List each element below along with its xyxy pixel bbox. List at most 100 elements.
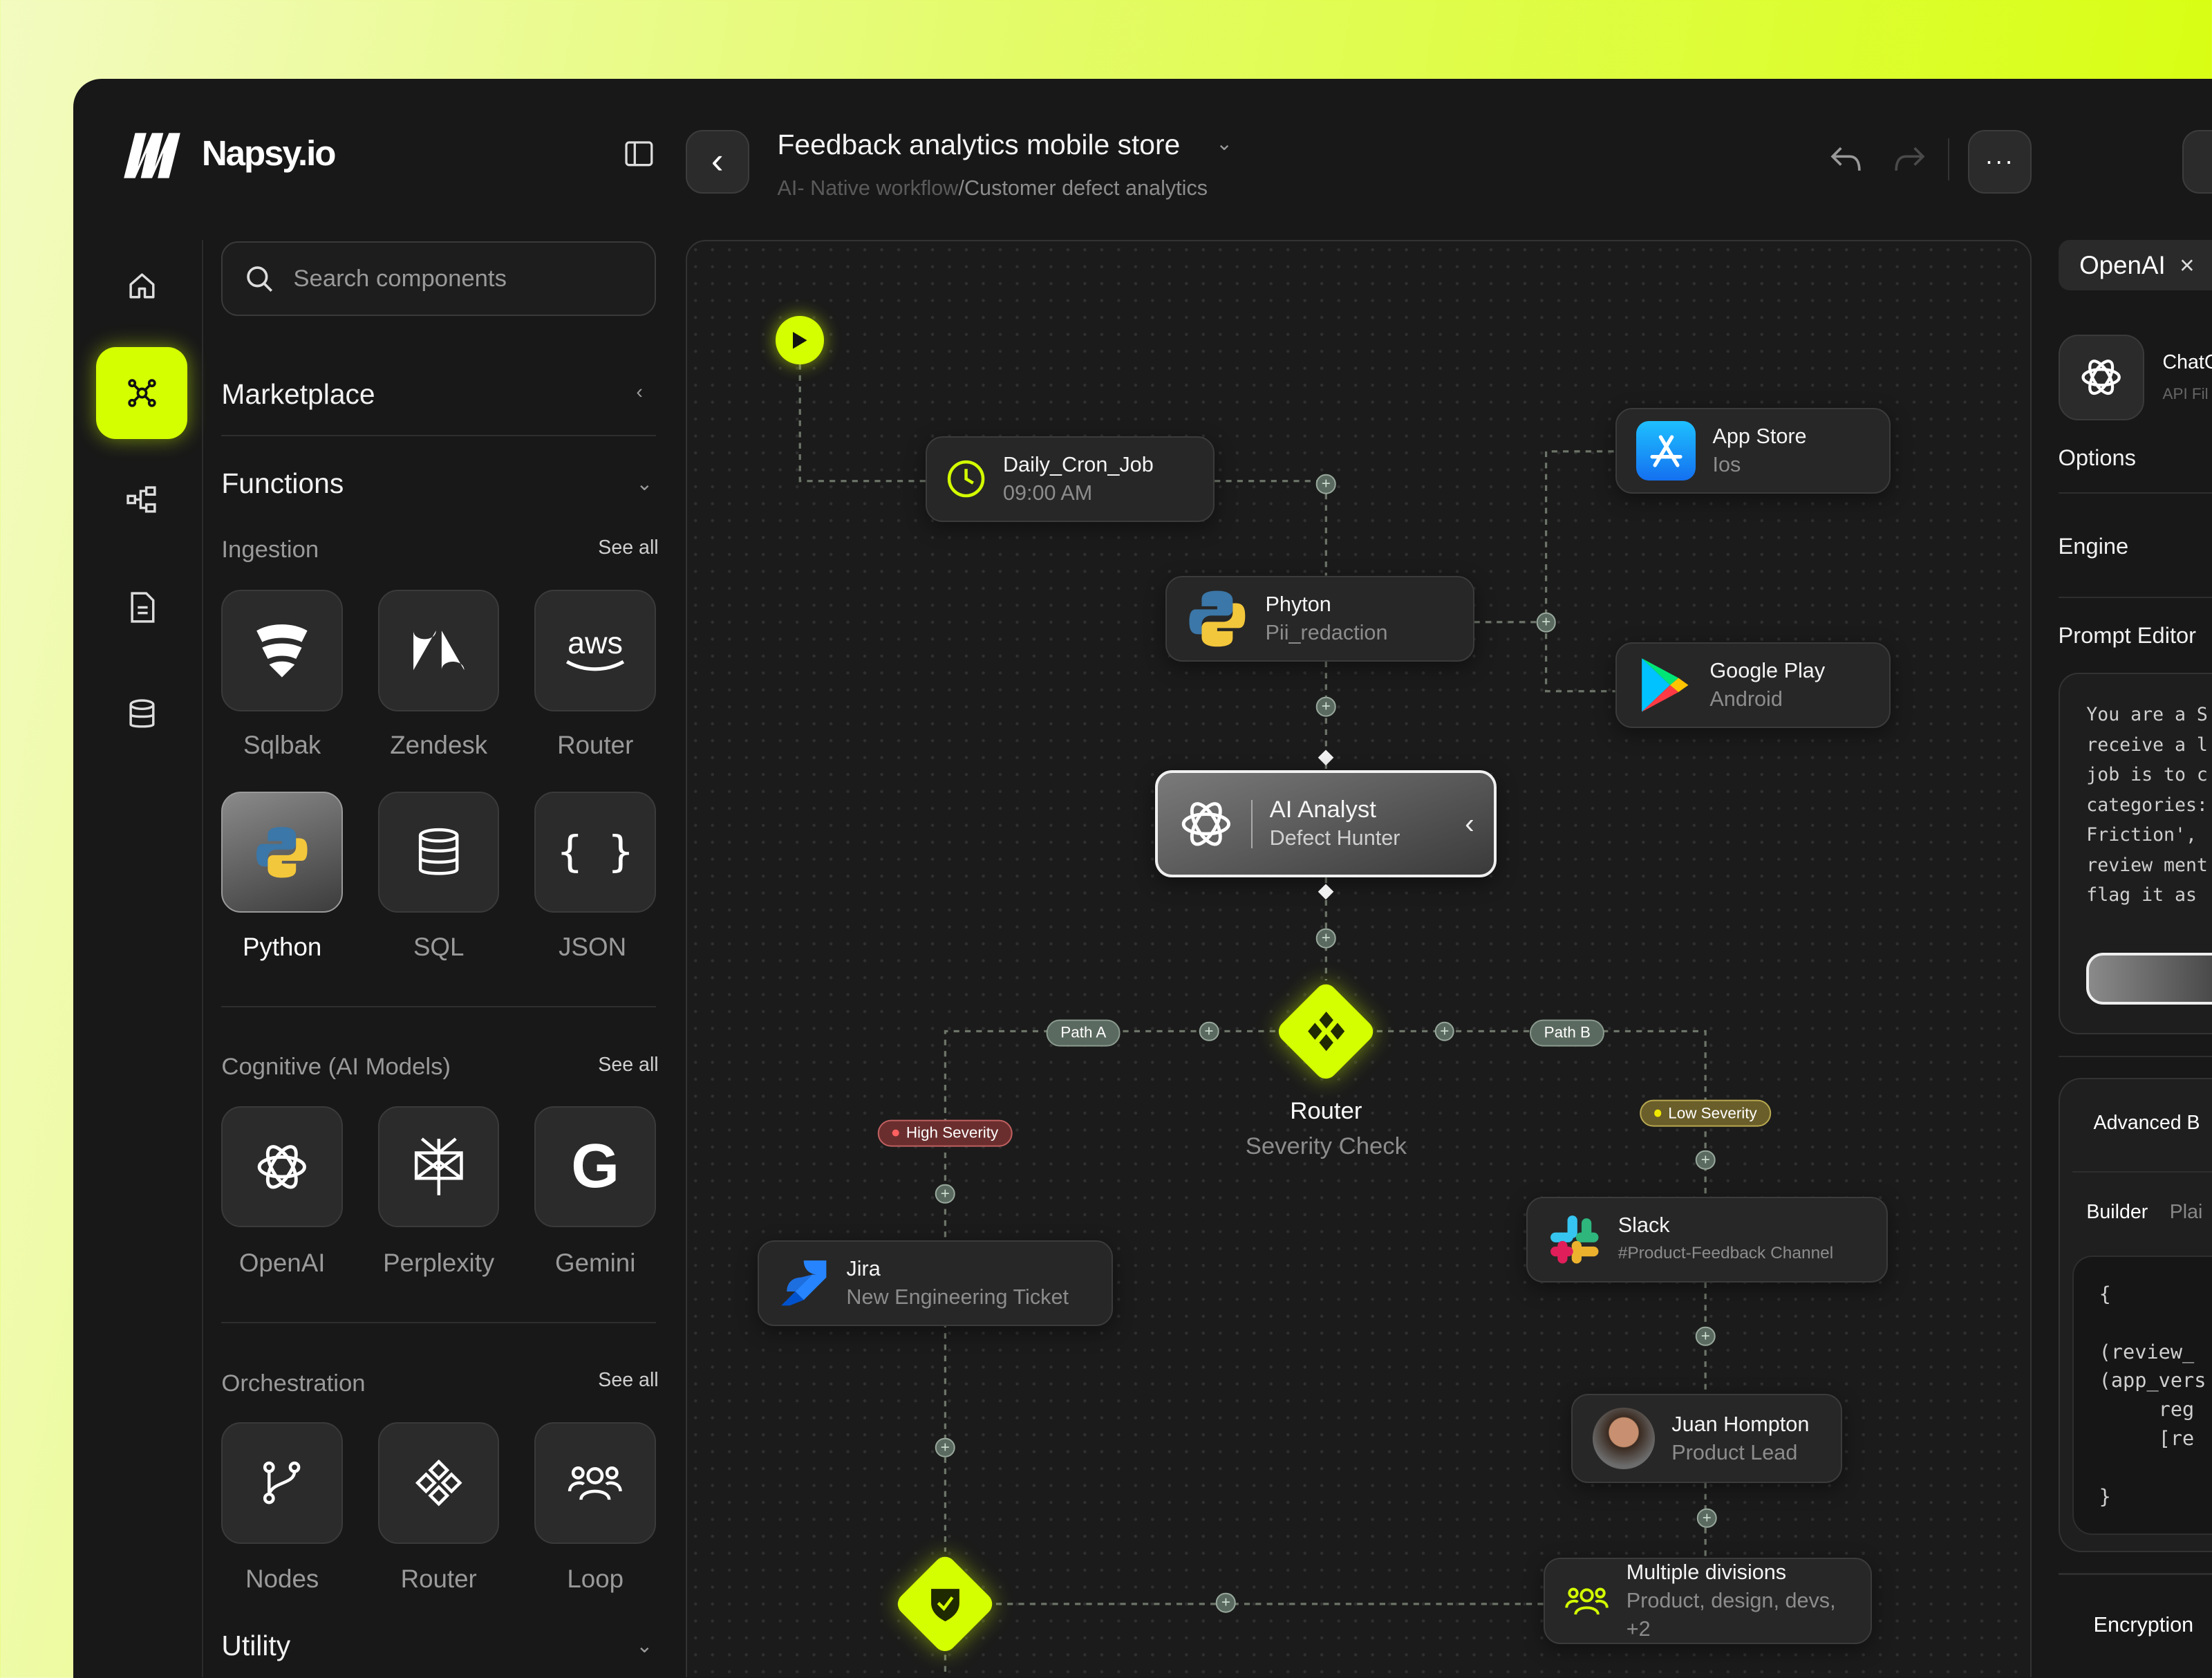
- tab-openai[interactable]: OpenAI ×: [2058, 239, 2212, 291]
- clock-icon: [948, 460, 985, 498]
- breadcrumb-parent[interactable]: AI- Native workflow: [777, 176, 959, 201]
- code-line: }: [2099, 1484, 2111, 1508]
- tab-builder[interactable]: Builder: [2086, 1200, 2148, 1223]
- start-play-button[interactable]: [776, 316, 824, 364]
- search-placeholder: Search components: [293, 265, 507, 292]
- workflow-title[interactable]: Feedback analytics mobile store: [777, 128, 1181, 160]
- chevron-left-icon[interactable]: ‹: [636, 381, 643, 404]
- add-step-button[interactable]: +: [1696, 1150, 1716, 1170]
- code-line: You are a S: [2086, 704, 2208, 726]
- rail-documents[interactable]: [96, 561, 188, 653]
- cognitive-see-all-link[interactable]: See all: [598, 1054, 659, 1076]
- close-icon[interactable]: ×: [2180, 250, 2195, 279]
- divider: [2072, 1171, 2212, 1173]
- chevron-down-icon[interactable]: ⌄: [636, 1635, 653, 1658]
- cognitive-heading: Cognitive (AI Models): [221, 1054, 451, 1081]
- breadcrumb-separator: /: [958, 176, 964, 201]
- code-line: receive a l: [2086, 734, 2208, 756]
- tile-nodes[interactable]: [221, 1422, 343, 1544]
- redo-icon[interactable]: [1892, 145, 1926, 174]
- slack-icon: [1550, 1215, 1599, 1264]
- node-slack[interactable]: Slack#Product-Feedback Channel: [1526, 1196, 1888, 1283]
- divider: [2058, 1573, 2212, 1575]
- tile-router[interactable]: [377, 1422, 500, 1544]
- breadcrumb-current: Customer defect analytics: [964, 176, 1208, 201]
- tile-label: Perplexity: [383, 1249, 495, 1278]
- search-components-input[interactable]: Search components: [221, 241, 656, 317]
- code-line: categories:: [2086, 794, 2208, 816]
- undo-icon[interactable]: [1830, 145, 1864, 174]
- add-step-button[interactable]: +: [1697, 1508, 1717, 1529]
- add-step-button[interactable]: +: [1316, 474, 1336, 494]
- tab-plain[interactable]: Plai: [2169, 1200, 2203, 1223]
- tile-aws-router[interactable]: aws: [534, 590, 656, 711]
- encryption-label[interactable]: Encryption: [2093, 1612, 2194, 1637]
- add-step-button[interactable]: +: [1216, 1593, 1236, 1613]
- rail-workflow[interactable]: [95, 347, 188, 439]
- divider: [2058, 1055, 2212, 1057]
- tile-sql[interactable]: [377, 791, 500, 913]
- tile-json[interactable]: { }: [534, 791, 656, 913]
- model-title: ChatG: [2162, 351, 2212, 374]
- utility-heading[interactable]: Utility: [221, 1630, 291, 1662]
- rail-database[interactable]: [96, 669, 188, 761]
- tile-label: Python: [242, 932, 322, 961]
- tile-label: Loop: [567, 1565, 624, 1594]
- marketplace-heading[interactable]: Marketplace: [221, 377, 375, 410]
- rail-home[interactable]: [96, 240, 188, 332]
- breadcrumb: AI- Native workflow/Customer defect anal…: [777, 176, 1208, 201]
- path-b-label[interactable]: Path B: [1530, 1019, 1605, 1047]
- tile-python[interactable]: [221, 791, 343, 913]
- add-step-button[interactable]: +: [1696, 1326, 1716, 1346]
- node-title: Phyton: [1265, 593, 1331, 617]
- tile-label: Gemini: [555, 1249, 636, 1278]
- tile-perplexity[interactable]: [377, 1106, 500, 1228]
- openai-icon: [258, 1145, 307, 1189]
- add-step-button[interactable]: +: [935, 1184, 955, 1204]
- path-a-label[interactable]: Path A: [1046, 1019, 1121, 1047]
- sqlbak-icon: [256, 624, 308, 678]
- add-step-button[interactable]: +: [1199, 1021, 1219, 1042]
- code-editor[interactable]: { (review_(app_vers reg [re }: [2072, 1256, 2212, 1536]
- more-options-button[interactable]: ···: [1967, 129, 2032, 194]
- add-step-button[interactable]: +: [1316, 697, 1336, 717]
- tile-gemini[interactable]: G: [534, 1106, 656, 1228]
- title-dropdown-chevron-icon[interactable]: ⌄: [1216, 132, 1233, 155]
- add-step-button[interactable]: +: [935, 1437, 955, 1458]
- node-subtitle: Product, design, devs, +2: [1626, 1588, 1836, 1641]
- add-step-button[interactable]: +: [1316, 928, 1336, 949]
- code-line: Friction',: [2086, 824, 2197, 846]
- tile-zendesk[interactable]: [377, 590, 500, 711]
- chevron-left-icon[interactable]: ‹: [1465, 808, 1474, 840]
- sidebar-toggle-icon[interactable]: [625, 141, 653, 167]
- functions-heading[interactable]: Functions: [221, 467, 344, 499]
- panel-button[interactable]: [2182, 129, 2212, 194]
- orchestration-see-all-link[interactable]: See all: [598, 1368, 659, 1391]
- python-icon: [256, 826, 308, 878]
- prompt-action-button[interactable]: [2086, 952, 2212, 1005]
- tile-label: Router: [557, 731, 634, 760]
- code-line: (app_vers: [2099, 1368, 2206, 1392]
- node-subtitle: Defect Hunter: [1269, 826, 1400, 850]
- tile-openai[interactable]: [221, 1106, 343, 1228]
- chevron-down-icon[interactable]: ⌄: [636, 472, 653, 495]
- rail-hierarchy[interactable]: [96, 454, 188, 546]
- advanced-builder-heading: Advanced B: [2093, 1112, 2200, 1135]
- engine-label[interactable]: Engine: [2058, 533, 2129, 559]
- tile-label: OpenAI: [238, 1249, 326, 1278]
- ingestion-see-all-link[interactable]: See all: [598, 536, 659, 559]
- add-step-button[interactable]: +: [1536, 612, 1556, 633]
- tile-loop[interactable]: [534, 1422, 656, 1544]
- tile-sqlbak[interactable]: [221, 590, 343, 711]
- add-step-button[interactable]: +: [1434, 1021, 1455, 1042]
- back-button[interactable]: ‹: [685, 129, 749, 194]
